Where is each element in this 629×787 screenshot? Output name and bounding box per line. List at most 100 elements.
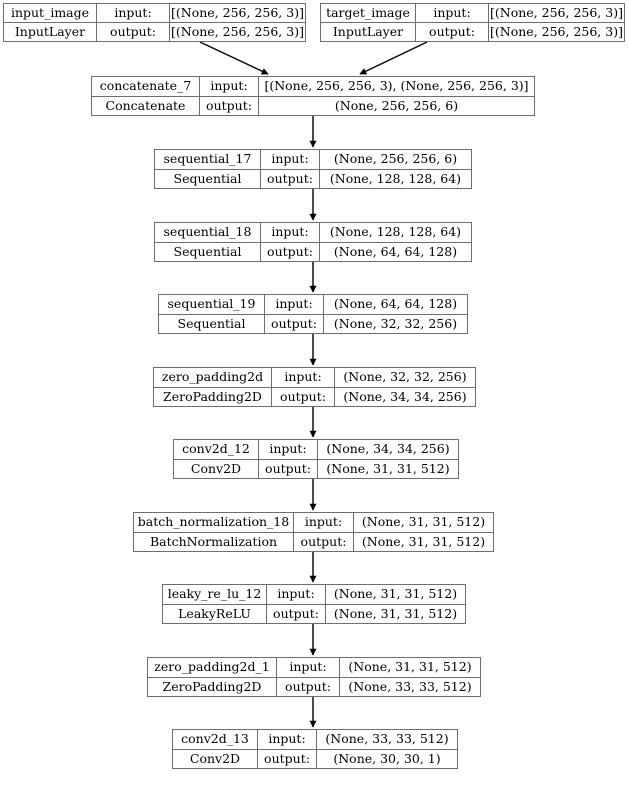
input-label: input: bbox=[261, 223, 320, 242]
node-layer-name: leaky_re_lu_12 bbox=[163, 585, 267, 604]
input-shape: (None, 31, 31, 512) bbox=[333, 586, 458, 601]
input-shape: [(None, 256, 256, 3), (None, 256, 256, 3… bbox=[264, 78, 529, 93]
input-shape: (None, 31, 31, 512) bbox=[361, 514, 486, 529]
output-label: output: bbox=[259, 459, 318, 478]
node-layer-type: LeakyReLU bbox=[163, 604, 267, 623]
node-layer-name: conv2d_12 bbox=[174, 440, 259, 459]
node-layer-type: Sequential bbox=[159, 314, 265, 333]
output-label: output: bbox=[416, 23, 489, 41]
output-shape: (None, 33, 33, 512) bbox=[348, 678, 472, 694]
output-label: output: bbox=[258, 749, 317, 768]
output-label: output: bbox=[272, 387, 335, 406]
output-shape: (None, 32, 32, 256) bbox=[333, 315, 458, 331]
node-layer-type: Sequential bbox=[155, 242, 261, 261]
input-shape: [(None, 256, 256, 3)] bbox=[490, 4, 623, 20]
output-label: output: bbox=[277, 677, 340, 696]
input-shape: (None, 34, 34, 256) bbox=[326, 441, 450, 456]
node-layer-type: InputLayer bbox=[321, 23, 416, 41]
output-shape: (None, 30, 30, 1) bbox=[333, 750, 441, 766]
input-shape: (None, 128, 128, 64) bbox=[329, 224, 462, 239]
input-label: input: bbox=[267, 585, 326, 604]
output-shape: (None, 31, 31, 512) bbox=[361, 533, 486, 549]
output-label: output: bbox=[200, 96, 259, 115]
input-label: input: bbox=[258, 730, 317, 749]
output-shape: (None, 128, 128, 64) bbox=[329, 170, 462, 186]
node-layer-type: Sequential bbox=[155, 169, 261, 188]
node-layer-name: conv2d_13 bbox=[173, 730, 258, 749]
node-layer-type: Conv2D bbox=[174, 459, 259, 478]
input-shape: (None, 256, 256, 6) bbox=[333, 151, 458, 166]
output-shape: [(None, 256, 256, 3)] bbox=[490, 23, 623, 39]
output-label: output: bbox=[97, 23, 170, 41]
input-shape: (None, 32, 32, 256) bbox=[343, 369, 467, 384]
input-label: input: bbox=[97, 4, 170, 22]
node-layer-name: zero_padding2d bbox=[154, 368, 272, 387]
node-layer-name: target_image bbox=[321, 4, 416, 22]
node-layer-name: concatenate_7 bbox=[92, 77, 200, 96]
node-layer-type: ZeroPadding2D bbox=[148, 677, 277, 696]
output-shape: (None, 31, 31, 512) bbox=[333, 605, 458, 621]
node-layer-type: Concatenate bbox=[92, 96, 200, 115]
output-shape: (None, 256, 256, 6) bbox=[334, 97, 459, 113]
input-shape: (None, 64, 64, 128) bbox=[333, 296, 458, 311]
output-label: output: bbox=[261, 242, 320, 261]
node-layer-name: batch_normalization_18 bbox=[134, 513, 294, 532]
input-label: input: bbox=[265, 295, 324, 314]
input-shape: (None, 31, 31, 512) bbox=[348, 659, 472, 674]
input-shape: (None, 33, 33, 512) bbox=[325, 731, 449, 746]
input-shape: [(None, 256, 256, 3)] bbox=[171, 4, 304, 20]
input-label: input: bbox=[272, 368, 335, 387]
node-layer-name: input_image bbox=[4, 4, 97, 22]
input-label: input: bbox=[277, 658, 340, 677]
output-shape: (None, 31, 31, 512) bbox=[326, 460, 450, 476]
output-shape: (None, 64, 64, 128) bbox=[333, 243, 458, 259]
input-label: input: bbox=[259, 440, 318, 459]
input-label: input: bbox=[200, 77, 259, 96]
output-label: output: bbox=[267, 604, 326, 623]
node-layer-type: BatchNormalization bbox=[134, 532, 294, 551]
node-layer-name: zero_padding2d_1 bbox=[148, 658, 277, 677]
output-label: output: bbox=[265, 314, 324, 333]
input-label: input: bbox=[261, 150, 320, 169]
node-layer-name: sequential_17 bbox=[155, 150, 261, 169]
output-shape: [(None, 256, 256, 3)] bbox=[171, 23, 304, 39]
output-label: output: bbox=[261, 169, 320, 188]
node-layer-name: sequential_19 bbox=[159, 295, 265, 314]
input-label: input: bbox=[294, 513, 354, 532]
